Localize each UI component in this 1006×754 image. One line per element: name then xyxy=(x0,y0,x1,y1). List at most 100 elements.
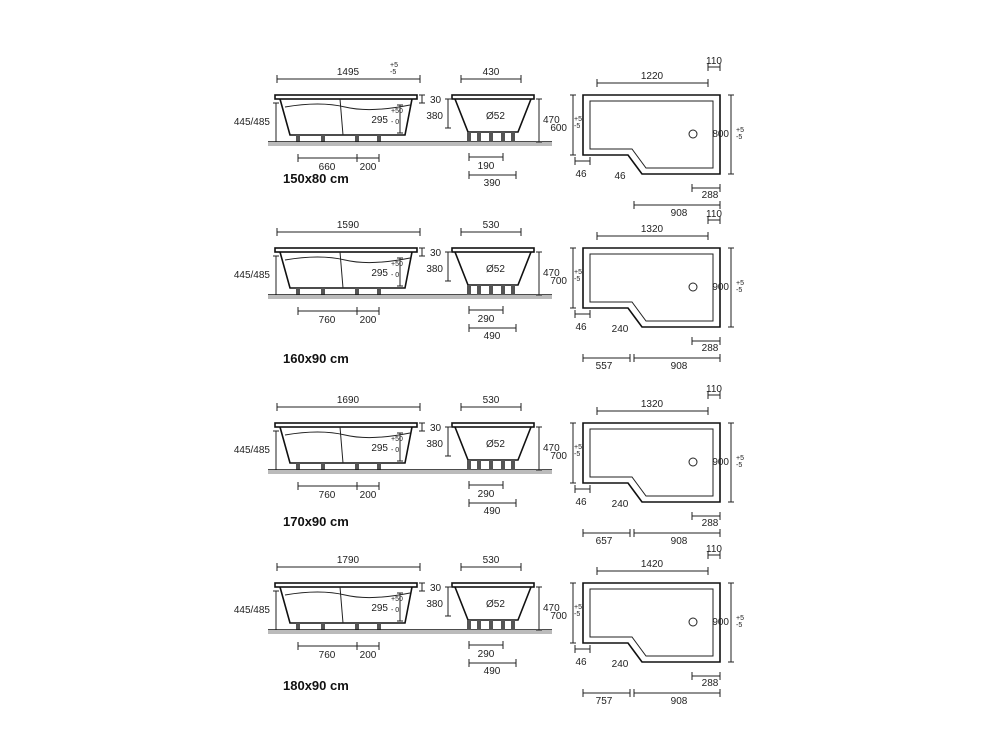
tub-leg xyxy=(296,463,300,470)
top-outline xyxy=(582,247,721,328)
inner-depth-label: 380 xyxy=(426,264,443,275)
overflow-tolerance-plus: +50 xyxy=(391,436,403,443)
floor-hatch xyxy=(268,295,552,299)
leg-gap-label: 200 xyxy=(360,490,377,501)
top-length-label: 1420 xyxy=(641,559,664,570)
tolerance-minus: -5 xyxy=(736,134,742,141)
section-leg xyxy=(477,285,481,295)
tub-rim xyxy=(274,422,418,428)
foot-width-label: 490 xyxy=(484,506,501,517)
drain-diameter-label: Ø52 xyxy=(486,439,505,450)
rim-label: 30 xyxy=(430,583,442,594)
section-leg xyxy=(477,460,481,470)
wide-width-label: 900 xyxy=(712,617,729,628)
narrow-length-label: 557 xyxy=(596,361,613,372)
wide-length-label: 908 xyxy=(671,536,688,547)
section-rim xyxy=(451,94,535,100)
wide-width-label: 900 xyxy=(712,282,729,293)
narrow-width-label: 700 xyxy=(550,451,567,462)
length-label: 1790 xyxy=(337,555,360,566)
tub-rim xyxy=(274,582,418,588)
top-inner-outline xyxy=(589,428,714,497)
water-line xyxy=(284,591,411,599)
section-rim xyxy=(451,582,535,588)
drain-icon xyxy=(688,282,698,292)
overflow-tolerance-minus: - 0 xyxy=(391,447,399,454)
top-inner-outline xyxy=(589,253,714,322)
drain-offset-label: 288 xyxy=(702,190,719,201)
floor-hatch xyxy=(268,142,552,146)
water-line xyxy=(284,256,411,264)
narrow-width-label: 700 xyxy=(550,276,567,287)
outer-height-label: 470 xyxy=(543,603,560,614)
edge-b-label: 46 xyxy=(614,171,626,182)
wide-width-label: 900 xyxy=(712,457,729,468)
section-leg xyxy=(511,620,515,630)
tub-leg xyxy=(377,623,381,630)
wide-width-label: 800 xyxy=(712,129,729,140)
top-step-label: 110 xyxy=(706,544,722,555)
tub-leg xyxy=(321,288,325,295)
overflow-tolerance-plus: +50 xyxy=(391,108,403,115)
tub-body xyxy=(279,426,413,464)
width-label: 530 xyxy=(483,220,500,231)
tub-leg xyxy=(296,623,300,630)
width-label: 530 xyxy=(483,395,500,406)
section-leg xyxy=(489,460,493,470)
model-size-label: 150x80 cm xyxy=(283,171,349,186)
tub-rim xyxy=(274,94,418,100)
tub-divider xyxy=(339,251,344,289)
overflow-tolerance-plus: +50 xyxy=(391,596,403,603)
tolerance-plus: +5 xyxy=(736,127,744,134)
tolerance-plus: +5 xyxy=(574,116,582,123)
floor-hatch xyxy=(268,630,552,634)
overflow-tolerance-minus: - 0 xyxy=(391,607,399,614)
edge-a-label: 46 xyxy=(575,657,587,668)
length-label: 1690 xyxy=(337,395,360,406)
model-size-label: 180x90 cm xyxy=(283,678,349,693)
water-line xyxy=(284,431,411,439)
tub-leg xyxy=(296,135,300,142)
section-leg xyxy=(501,285,505,295)
narrow-length-label: 757 xyxy=(596,696,613,707)
section-leg xyxy=(501,460,505,470)
length-label: 1495 xyxy=(337,67,360,78)
model-size-label: 160x90 cm xyxy=(283,351,349,366)
section-leg xyxy=(467,132,471,142)
foot-width-label: 490 xyxy=(484,331,501,342)
top-outline xyxy=(582,94,721,175)
overflow-tolerance-minus: - 0 xyxy=(391,272,399,279)
leg-span-label: 760 xyxy=(319,490,336,501)
tolerance-minus: -5 xyxy=(574,276,580,283)
drain-offset-label: 288 xyxy=(702,343,719,354)
foot-span-label: 290 xyxy=(478,649,495,660)
foot-width-label: 490 xyxy=(484,666,501,677)
rim-label: 30 xyxy=(430,423,442,434)
foot-span-label: 290 xyxy=(478,314,495,325)
width-label: 430 xyxy=(483,67,500,78)
edge-b-label: 240 xyxy=(612,324,629,335)
floor-hatch xyxy=(268,470,552,474)
tolerance-plus: +5 xyxy=(574,269,582,276)
inner-depth-label: 380 xyxy=(426,439,443,450)
tolerance-minus: -5 xyxy=(736,462,742,469)
height-label: 445/485 xyxy=(234,605,271,616)
tub-leg xyxy=(355,288,359,295)
height-label: 445/485 xyxy=(234,445,271,456)
tub-divider xyxy=(339,98,344,136)
overflow-label: 295 xyxy=(371,268,388,279)
length-tolerance-plus: +5 xyxy=(390,62,398,69)
tub-body xyxy=(279,586,413,624)
tub-leg xyxy=(321,463,325,470)
drain-offset-label: 288 xyxy=(702,518,719,529)
foot-span-label: 290 xyxy=(478,489,495,500)
tolerance-plus: +5 xyxy=(736,615,744,622)
